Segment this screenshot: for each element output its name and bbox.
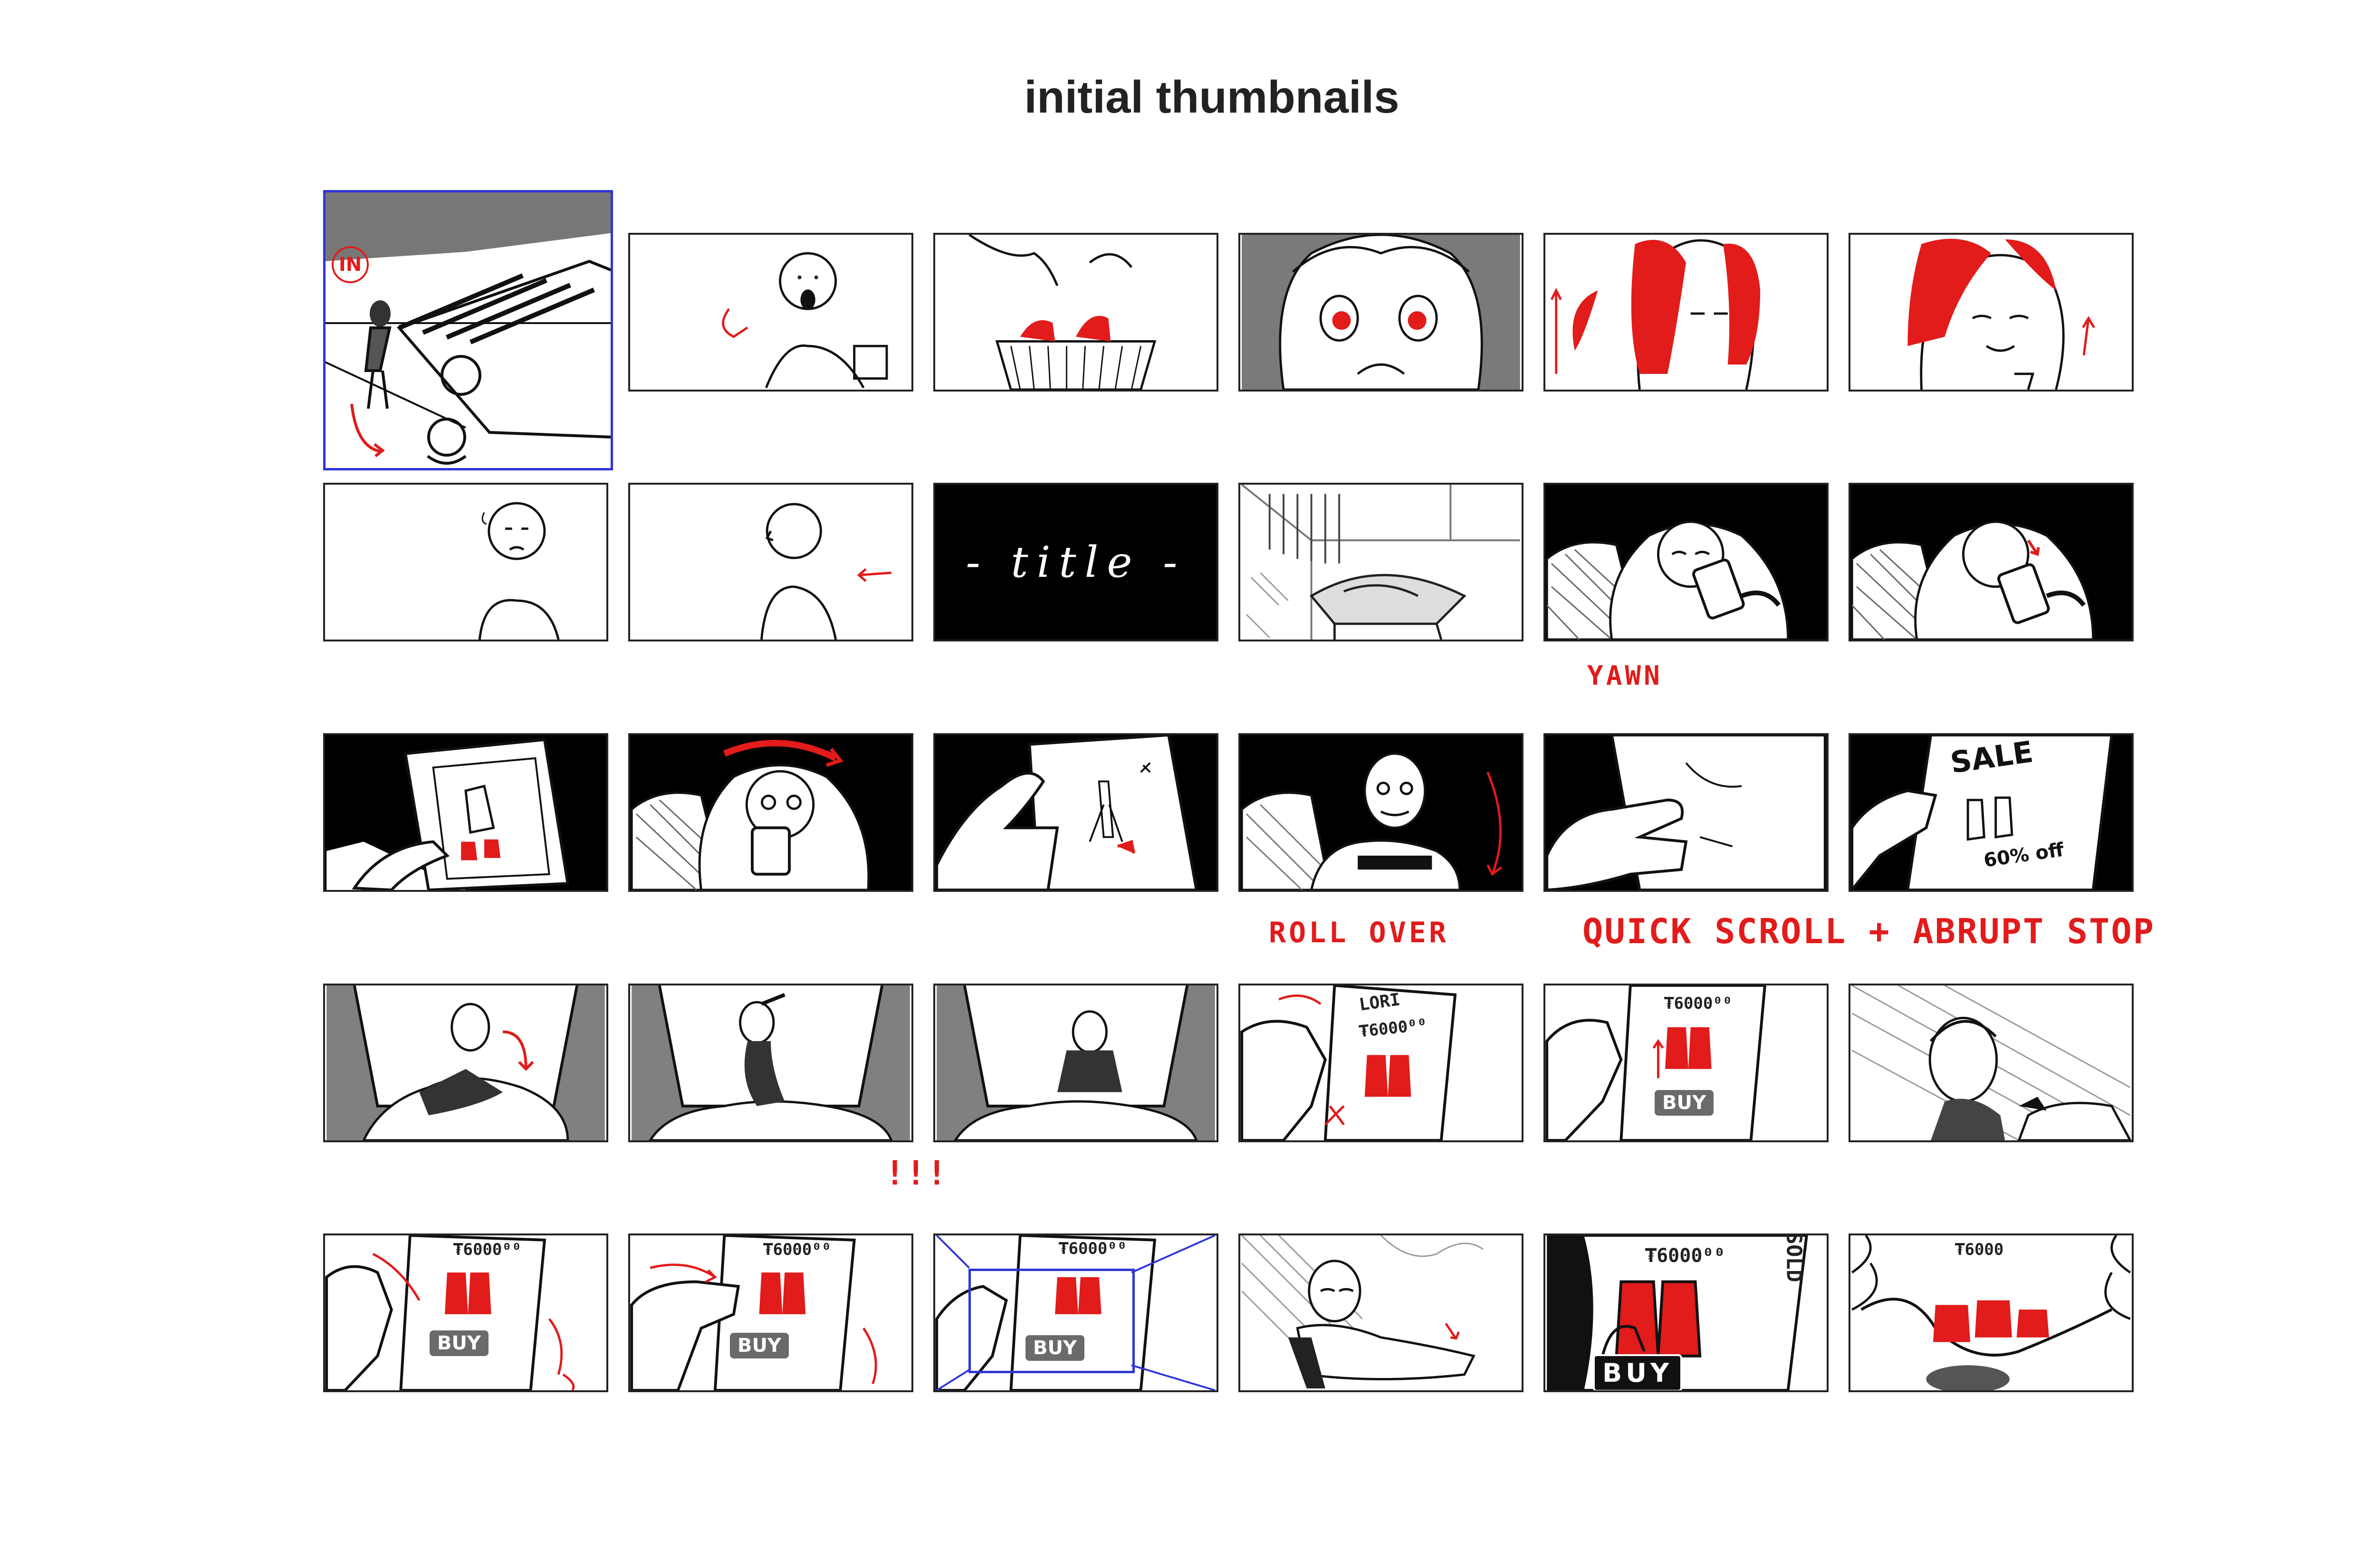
storyboard-panel-r3c3[interactable] (933, 733, 1218, 892)
price-label: ₮6000⁰⁰ (453, 1240, 522, 1259)
storyboard-panel-r3c4[interactable] (1238, 733, 1523, 892)
storyboard-panel-r5c2[interactable]: ₮6000⁰⁰ BUY (628, 1233, 913, 1392)
sketch-bedroom-wide (1241, 485, 1520, 640)
buy-button[interactable]: BUY (1593, 1354, 1683, 1390)
sketch-shoes-blur (1851, 1235, 2131, 1390)
buy-button[interactable]: BUY (730, 1333, 789, 1358)
storyboard-panel-r3c6[interactable]: SALE 60% off (1849, 733, 2134, 892)
sketch-phone-scroll (935, 735, 1198, 890)
note-roll-over: ROLL OVER (1269, 916, 1449, 949)
storyboard-panel-r1c5[interactable] (1543, 233, 1829, 392)
storyboard-panel-r4c5[interactable]: ₮6000⁰⁰ BUY (1543, 984, 1829, 1142)
sketch-girl-in-bed-phone (1545, 520, 1790, 640)
sketch-closeup-eyes (1242, 235, 1520, 390)
price-label: ₮6000⁰⁰ (1664, 994, 1733, 1013)
price-label: ₮6000⁰⁰ (1059, 1239, 1127, 1258)
sketch-girl-alert (630, 740, 870, 890)
storyboard-panel-r4c2[interactable] (628, 984, 913, 1142)
storyboard-panel-r5c1[interactable]: ₮6000⁰⁰ BUY (323, 1233, 608, 1392)
sketch-redhead-smile (1907, 239, 2095, 390)
storyboard-panel-r4c3[interactable] (933, 984, 1218, 1142)
sketch-hallway (323, 190, 613, 470)
price-label: ₮6000 (1955, 1240, 2004, 1259)
storyboard-panel-r1c4[interactable] (1238, 233, 1523, 392)
storyboard-panel-r4c1[interactable] (323, 984, 608, 1142)
storyboard-panel-r2c2[interactable] (628, 483, 913, 641)
sketch-girl-seated-bed (937, 985, 1215, 1140)
sketch-girl-lying-satisfied (1241, 1235, 1484, 1389)
in-badge: IN (332, 246, 369, 283)
sketch-girl-rubbing-eye (1850, 520, 2095, 640)
sketch-bed-top-view (326, 985, 605, 1140)
sketch-girl-sits-up (632, 985, 910, 1140)
sketch-phone-shoes-ad (326, 738, 570, 890)
sketch-sale-ad (1850, 735, 2113, 890)
sketch-boy-profile (760, 503, 891, 640)
storyboard-panel-r5c4[interactable] (1238, 1233, 1523, 1392)
storyboard-panel-r1c1[interactable]: IN (323, 190, 613, 470)
buy-button[interactable]: BUY (1655, 1090, 1714, 1116)
sold-label: SOLD (1782, 1233, 1806, 1282)
storyboard-panel-r2c5[interactable] (1543, 483, 1829, 641)
storyboard-panel-r5c5[interactable]: ₮6000⁰⁰ SOLD BUY (1543, 1233, 1829, 1392)
sketch-redhead-girl (1550, 239, 1761, 390)
price-label: ₮6000⁰⁰ (763, 1240, 832, 1259)
sketch-red-heels (968, 235, 1157, 390)
sketch-thumb-scroll (1545, 735, 1827, 890)
buy-button[interactable]: BUY (1025, 1335, 1084, 1361)
storyboard-panel-r4c4[interactable]: LORI ₮6000⁰⁰ (1238, 984, 1523, 1142)
storyboard-panel-r5c6[interactable]: ₮6000 (1849, 1233, 2134, 1392)
storyboard-panel-r4c6[interactable] (1849, 984, 2134, 1142)
buy-button[interactable]: BUY (430, 1330, 489, 1356)
storyboard-panel-r5c3[interactable]: ₮6000⁰⁰ BUY (933, 1233, 1218, 1392)
note-exclaim: !!! (885, 1154, 948, 1193)
sketch-buy-press-closeup (1547, 1235, 1808, 1390)
note-yawn: YAWN (1587, 660, 1663, 691)
storyboard-panel-r1c2[interactable] (628, 233, 913, 392)
price-label: ₮6000⁰⁰ (1645, 1245, 1725, 1267)
sketch-girl-with-phone (1851, 985, 2132, 1140)
sketch-tap-buy-zoom (935, 1235, 1216, 1390)
storyboard-panel-r2c1[interactable] (323, 483, 608, 641)
storyboard-panel-r2c3[interactable]: - title - (933, 483, 1218, 641)
sketch-boy-worried (478, 502, 560, 640)
storyboard-panel-r2c4[interactable] (1238, 483, 1523, 641)
storyboard-panel-r3c2[interactable] (628, 733, 913, 892)
storyboard-panel-r3c1[interactable] (323, 733, 608, 892)
sketch-phone-hold-ad (1240, 985, 1457, 1140)
storyboard-panel-r1c6[interactable] (1849, 233, 2134, 392)
page-title: initial thumbnails (1024, 72, 1399, 123)
note-quick-scroll: QUICK SCROLL + ABRUPT STOP (1582, 911, 2156, 951)
sketch-girl-rolls-over (1240, 752, 1503, 890)
storyboard-panel-r3c5[interactable] (1543, 733, 1829, 892)
storyboard-panel-r2c6[interactable] (1849, 483, 2134, 641)
title-card-text: - title - (966, 537, 1186, 587)
sketch-boy-surprised (722, 252, 888, 389)
storyboard-panel-r1c3[interactable] (933, 233, 1218, 392)
